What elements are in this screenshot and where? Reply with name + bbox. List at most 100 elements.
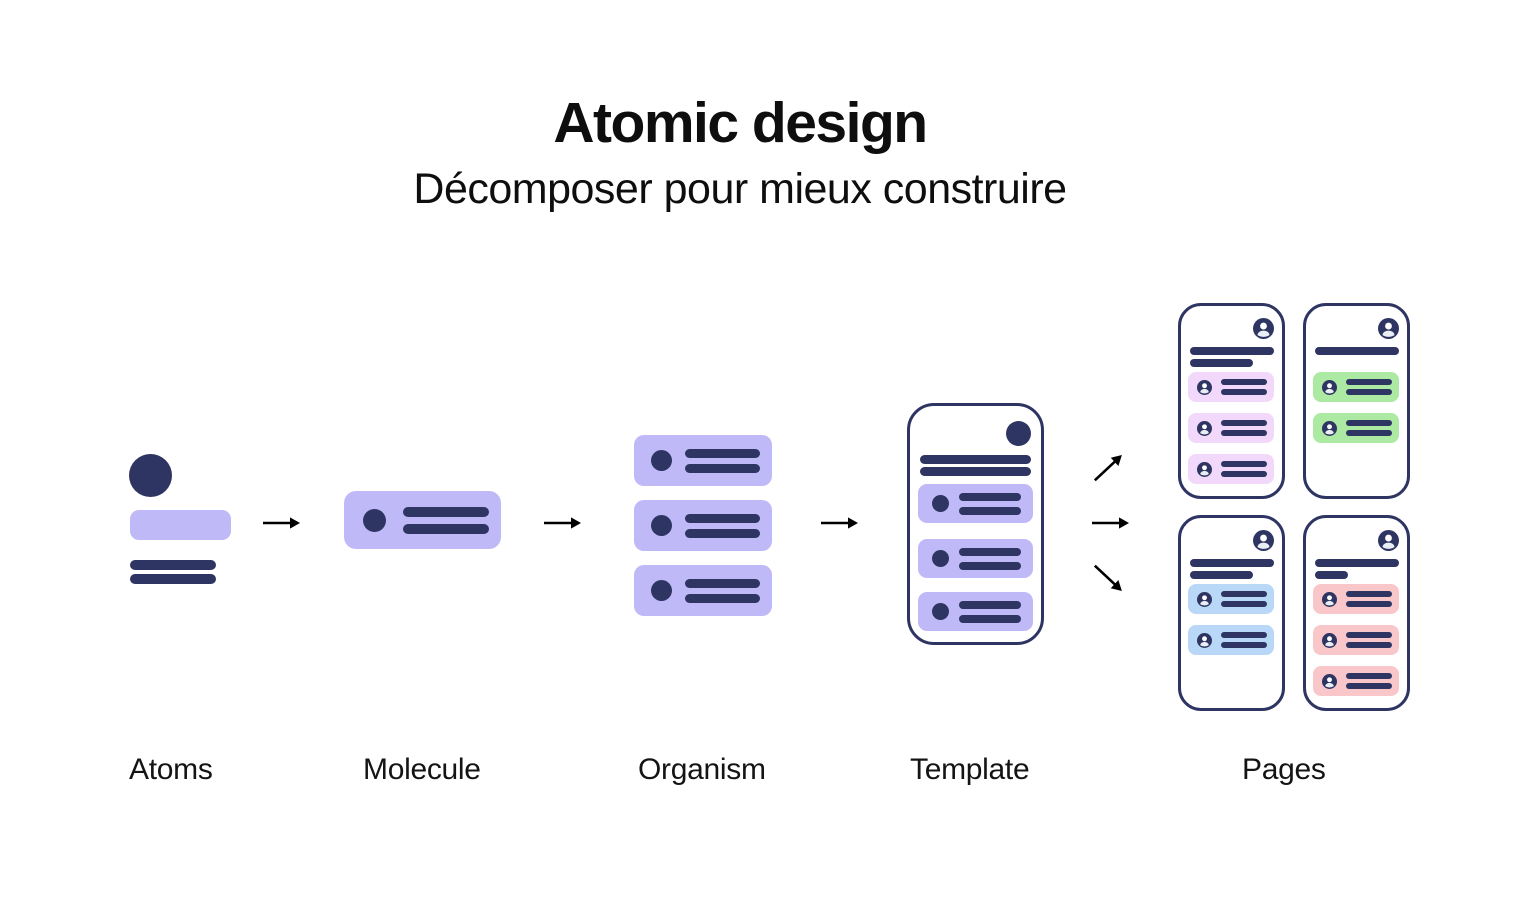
text-bars [1221, 379, 1267, 395]
list-item [1188, 584, 1274, 614]
atom-text-bar [130, 560, 216, 570]
page-top-left [1178, 303, 1285, 499]
text-bar [959, 506, 1021, 515]
text-bar [1221, 389, 1267, 395]
text-bar [403, 523, 489, 534]
text-bar [1221, 420, 1267, 426]
user-avatar-icon [1197, 379, 1212, 395]
list-items [1188, 372, 1274, 484]
avatar-dot [651, 580, 672, 601]
arrow-right-icon [820, 513, 858, 533]
text-bar [1346, 389, 1392, 395]
header: Atomic design Décomposer pour mieux cons… [0, 92, 1480, 214]
text-bars [685, 513, 760, 538]
text-bar [685, 463, 760, 473]
list-items [1313, 584, 1399, 696]
user-avatar-icon [1322, 673, 1337, 689]
list-item [1313, 666, 1399, 696]
text-bars [1221, 632, 1267, 648]
text-bar [685, 578, 760, 588]
user-avatar-icon [1322, 420, 1337, 436]
user-avatar-icon [1197, 632, 1212, 648]
avatar-dot [651, 515, 672, 536]
list-item [1188, 454, 1274, 484]
user-avatar-icon [1322, 632, 1337, 648]
list-item [1188, 372, 1274, 402]
list-item [1313, 625, 1399, 655]
text-bars [1346, 591, 1392, 607]
user-avatar-icon [1322, 379, 1337, 395]
text-bar [1346, 683, 1392, 689]
user-avatar-icon [1197, 632, 1212, 648]
template-list-card [918, 539, 1033, 578]
user-avatar-icon [1197, 591, 1212, 607]
user-avatar-icon [1197, 420, 1212, 436]
template-list-card [918, 592, 1033, 631]
page-subtitle: Décomposer pour mieux construire [413, 164, 1067, 213]
text-bar [1346, 379, 1392, 385]
avatar-dot [932, 550, 949, 567]
text-bars [1346, 379, 1392, 395]
stage-label-molecule: Molecule [363, 753, 481, 786]
text-bar [1346, 673, 1392, 679]
page-bottom-left [1178, 515, 1285, 711]
header-text-bar [1190, 571, 1253, 579]
user-avatar-icon [1322, 632, 1337, 648]
text-bar [1346, 601, 1392, 607]
user-avatar-icon [1322, 420, 1337, 436]
user-avatar-icon [1253, 318, 1274, 339]
page-top-right [1303, 303, 1410, 499]
text-bar [959, 600, 1021, 609]
list-items [1313, 372, 1399, 443]
user-avatar-icon [1197, 461, 1212, 477]
user-avatar-icon [1378, 530, 1399, 551]
user-avatar-icon [1322, 591, 1337, 607]
organism-group [634, 435, 772, 616]
stage-label-atoms: Atoms [129, 753, 213, 786]
text-bars [1346, 420, 1392, 436]
list-item [1313, 413, 1399, 443]
header-text-bar [1190, 347, 1274, 355]
text-bars [1221, 420, 1267, 436]
user-avatar-icon [1253, 530, 1274, 551]
text-bar [1221, 430, 1267, 436]
text-bar [685, 528, 760, 538]
text-bar [959, 614, 1021, 623]
text-bar [1346, 642, 1392, 648]
avatar-dot [363, 508, 386, 532]
user-avatar-icon [1197, 591, 1212, 607]
text-bar [1221, 591, 1267, 597]
text-bars [1221, 461, 1267, 477]
list-item [1313, 372, 1399, 402]
header-text-bar [1315, 571, 1348, 579]
text-bar [1221, 601, 1267, 607]
organism-molecule-card [634, 435, 772, 486]
text-bar [1221, 642, 1267, 648]
stage-label-pages: Pages [1242, 753, 1326, 786]
text-bars [959, 547, 1021, 570]
atom-text-bar [130, 574, 216, 584]
page-bottom-right [1303, 515, 1410, 711]
avatar-dot [1006, 421, 1031, 446]
molecule-card [344, 491, 501, 549]
text-bars [959, 492, 1021, 515]
user-avatar-icon [1378, 530, 1399, 551]
avatar-dot [932, 495, 949, 512]
text-bar [1221, 379, 1267, 385]
user-avatar-icon [1197, 379, 1212, 395]
user-avatar-icon [1197, 461, 1212, 477]
text-bars [403, 506, 489, 534]
atom-circle-shape [129, 454, 172, 497]
text-bar [685, 593, 760, 603]
text-bar [959, 492, 1021, 501]
text-bar [1346, 632, 1392, 638]
arrow-down-right-icon [1087, 558, 1128, 599]
text-bars [685, 578, 760, 603]
organism-molecule-card [634, 565, 772, 616]
list-item [1188, 625, 1274, 655]
text-bars [685, 448, 760, 473]
text-bar [1346, 430, 1392, 436]
text-bar [1346, 420, 1392, 426]
user-avatar-icon [1378, 318, 1399, 339]
arrow-right-icon [543, 513, 581, 533]
